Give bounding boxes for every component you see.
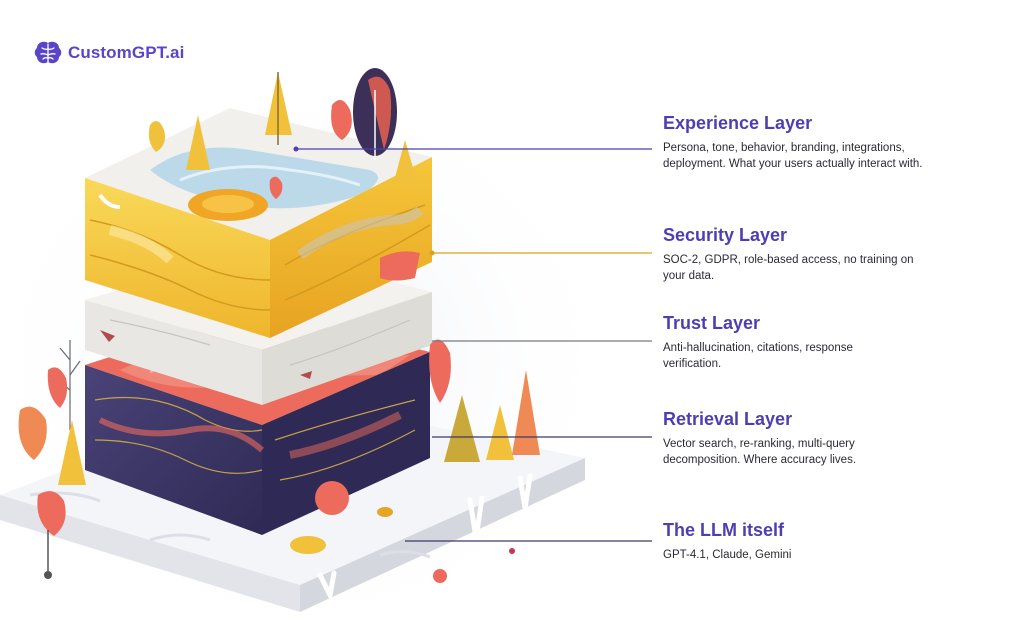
experience-layer-description: Persona, tone, behavior, branding, integ… <box>663 142 923 170</box>
experience-layer-label: Experience Layer Persona, tone, behavior… <box>663 113 963 172</box>
llm-layer-title: The LLM itself <box>663 520 784 540</box>
connector-lines <box>293 146 652 542</box>
trust-layer-description: Anti-hallucination, citations, response … <box>663 342 853 370</box>
decorative-trees <box>18 68 540 583</box>
retrieval-layer-description: Vector search, re-ranking, multi-query d… <box>663 438 857 466</box>
llm-layer-description: GPT-4.1, Claude, Gemini <box>663 549 792 561</box>
trust-layer-label: Trust Layer Anti-hallucination, citation… <box>663 313 963 372</box>
brain-icon <box>34 41 62 64</box>
llm-layer-label: The LLM itself GPT-4.1, Claude, Gemini <box>663 520 963 564</box>
security-layer-description: SOC-2, GDPR, role-based access, no train… <box>663 254 914 282</box>
trust-layer-title: Trust Layer <box>663 313 761 333</box>
brand-name: CustomGPT.ai <box>68 43 185 62</box>
brand-logo[interactable]: CustomGPT.ai <box>34 40 184 66</box>
security-layer-title: Security Layer <box>663 225 788 245</box>
security-layer-label: Security Layer SOC-2, GDPR, role-based a… <box>663 225 963 284</box>
retrieval-layer-title: Retrieval Layer <box>663 409 793 429</box>
experience-layer-title: Experience Layer <box>663 113 813 133</box>
retrieval-layer-label: Retrieval Layer Vector search, re-rankin… <box>663 409 963 468</box>
